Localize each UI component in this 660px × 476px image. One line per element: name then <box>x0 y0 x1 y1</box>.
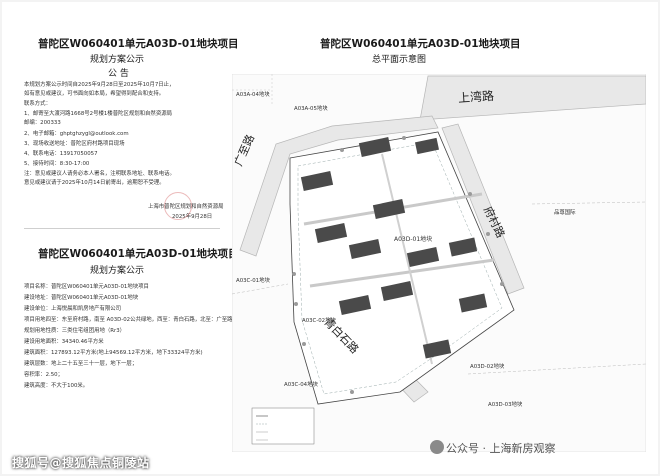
notice1-line-9: 5、接待时间：8:30-17:00 <box>24 161 90 167</box>
building-3 <box>414 137 440 155</box>
notice1-line-10: 注：意见或建议人请务必本人署名，注明联系地址、联系电话。 <box>24 171 175 177</box>
road-label-shangwan: 上湾路 <box>457 88 495 106</box>
plot-label-a03d-03: A03D-03地块 <box>488 402 523 408</box>
building-9 <box>380 281 414 301</box>
trees <box>292 136 504 394</box>
building-1 <box>300 171 334 191</box>
plot-label-a03c-01: A03C-01地块 <box>236 278 270 284</box>
notice1-line-7: 3、现场收送地址：普陀区府村路项目现场 <box>24 141 125 147</box>
notice1-line-6: 2、电子邮箱：ghptghzygl@outlook.com <box>24 131 129 137</box>
notice1-heading: 公 告 <box>108 69 129 79</box>
watermark-wechat: 公众号 · 上海新房观察 <box>446 442 556 455</box>
building-6 <box>406 247 440 267</box>
notice2-line-8: 建筑层数：地上二十五至三十一层，地下一层； <box>24 361 138 367</box>
site-parcel <box>289 131 515 405</box>
site-plan-drawing <box>231 73 647 453</box>
notice2-line-7: 建筑面积：127893.12平方米(地上94569.12平方米，地下33324平… <box>24 350 203 356</box>
plot-label-a03a-04: A03A-04地块 <box>236 92 270 98</box>
guangzhi-road <box>239 115 439 257</box>
building-4 <box>314 223 348 243</box>
notice1-line-4: 1、邮寄至大渡河路1668号2号楼1楼普陀区规划和自然资源局 <box>24 111 172 117</box>
notice1-subtitle: 规划方案公示 <box>90 55 145 65</box>
building-10 <box>448 237 478 257</box>
plot-label-pinzun: 品尊国际 <box>554 210 576 216</box>
section-divider <box>24 228 220 229</box>
building-8 <box>338 295 372 315</box>
plot-label-a03c-04: A03C-04地块 <box>284 382 318 388</box>
watermark-sohu: 搜狐号@搜狐焦点铜陵站 <box>12 456 150 470</box>
wechat-icon <box>430 440 444 454</box>
notice1-signature-date: 2025年9月28日 <box>172 214 213 220</box>
plot-label-a03d-02: A03D-02地块 <box>470 364 505 370</box>
building-12 <box>422 339 452 359</box>
notice1-line-1: 本规划方案公示时间自2025年9月28日至2025年10月7日止， <box>24 82 175 88</box>
map-subtitle: 总平面示意图 <box>372 55 427 65</box>
notice1-line-5: 邮编：200333 <box>24 120 61 126</box>
fucun-road <box>441 123 525 295</box>
notice2-line-6: 建设用地面积：34340.46平方米 <box>24 339 104 345</box>
official-seal <box>164 192 192 220</box>
notice2-title: 普陀区W060401单元A03D-01地块项目 <box>38 248 239 260</box>
notice1-line-8: 4、联系电话：13917050057 <box>24 151 98 157</box>
notice2-subtitle: 规划方案公示 <box>90 266 145 276</box>
notice2-line-3: 建设单位：上海悦晨和凯房地产有限公司 <box>24 306 122 312</box>
notice2-line-10: 建筑高度：不大于100米。 <box>24 383 89 389</box>
site-plan: 上湾路 广至路 府村路 青白石路 A03A-04地块 A03A-05地块 A03… <box>231 73 647 453</box>
legend-box <box>251 407 315 445</box>
building-7 <box>348 239 382 259</box>
notice1-title: 普陀区W060401单元A03D-01地块项目 <box>38 38 239 50</box>
map-title: 普陀区W060401单元A03D-01地块项目 <box>320 38 521 50</box>
notice2-line-9: 容积率：2.50； <box>24 372 63 378</box>
notice2-line-4: 项目用地四至：东至府村路，南至 A03D-02公共绿地，西至：青白石路，北至：广… <box>24 317 233 323</box>
notice2-line-5: 规划用地性质：三类住宅组团用地（Rr3） <box>24 328 126 334</box>
plot-label-a03d-01: A03D-01地块 <box>394 236 433 243</box>
notice1-line-11: 意见或建议请于2025年10月14日前寄出，逾期恕不受理。 <box>24 180 165 186</box>
building-11 <box>458 293 488 313</box>
notice1-line-3: 联系方式： <box>24 101 51 107</box>
plot-label-a03c-02: A03C-02地块 <box>302 318 336 324</box>
building-5 <box>372 199 406 219</box>
notice1-line-2: 如有意见或建议，可书面向如本局，希望得到配合和支持。 <box>24 91 165 97</box>
notice2-line-2: 建设地址：普陀区W060401单元A03D-01地块 <box>24 295 139 301</box>
building-2 <box>358 137 392 157</box>
notice2-line-1: 项目名称：普陀区W060401单元A03D-01地块项目 <box>24 284 149 290</box>
plot-label-a03a-05: A03A-05地块 <box>294 106 328 112</box>
buildings <box>300 137 488 359</box>
